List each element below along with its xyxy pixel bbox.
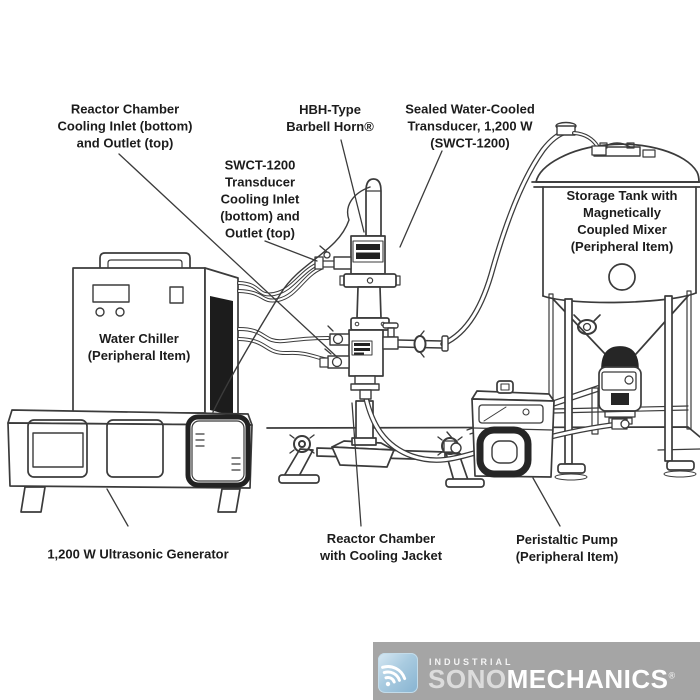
tank-valve [573, 314, 601, 335]
pump-drawing [471, 380, 555, 478]
generator-drawing [7, 409, 253, 513]
label-reactor-chamber: Reactor Chamber with Cooling Jacket [319, 531, 443, 563]
transducer-label-sticker [356, 244, 380, 250]
logo-industrial-text: INDUSTRIAL [429, 657, 514, 667]
cooling-hoses [237, 261, 330, 362]
storage-tank-drawing [466, 142, 700, 481]
label-storage-tank: Storage Tank with Magnetically Coupled M… [566, 188, 678, 254]
product-hose-to-pump [363, 395, 481, 463]
mixer-drawing [598, 346, 642, 425]
sonomechanics-logo: INDUSTRIAL SONOMECHANICS® [373, 642, 700, 700]
label-transducer-cooling: SWCT-1200 Transducer Cooling Inlet (bott… [220, 157, 300, 241]
logo-brand-text: SONOMECHANICS® [428, 664, 676, 695]
product-hose-to-tank [440, 121, 607, 347]
logo-mechanics: MECHANICS [506, 664, 669, 694]
registered-mark: ® [668, 670, 676, 681]
pump-head [476, 426, 532, 478]
label-hbh-horn: HBH-Type Barbell Horn® [286, 102, 374, 134]
label-pump: Peristaltic Pump (Peripheral Item) [515, 532, 619, 564]
water-chiller-drawing [72, 252, 239, 421]
soundwave-icon [378, 653, 418, 693]
chamber-label-sticker [351, 340, 373, 356]
label-water-chiller: Water Chiller (Peripheral Item) [87, 331, 191, 363]
label-reactor-cooling: Reactor Chamber Cooling Inlet (bottom) a… [57, 101, 193, 151]
pump-logo-mark [522, 408, 530, 416]
rf-cable [212, 186, 371, 413]
label-transducer: Sealed Water-Cooled Transducer, 1,200 W … [405, 101, 535, 151]
leader-lines [106, 139, 561, 527]
label-generator: 1,200 W Ultrasonic Generator [47, 546, 229, 562]
logo-sono: SONO [428, 664, 507, 694]
transducer-column-drawing [314, 178, 449, 400]
